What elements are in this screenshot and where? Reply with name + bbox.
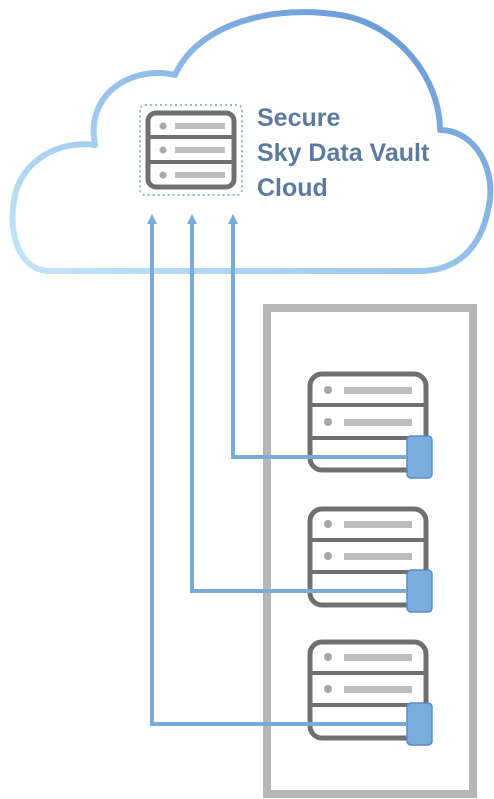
server-icon (307, 371, 433, 479)
connection-arrow (187, 214, 407, 593)
server-rack-frame (263, 304, 477, 798)
server-icon (307, 639, 433, 746)
cloud-server-icon (139, 104, 243, 196)
cloud-title: Secure Sky Data Vault Cloud (257, 101, 429, 206)
cloud-title-line: Sky Data Vault (257, 139, 430, 167)
connection-arrow (147, 214, 407, 726)
connection-arrow (228, 214, 407, 459)
server-icon (307, 506, 433, 613)
cloud-title-line: Cloud (257, 174, 328, 202)
cloud-icon (9, 9, 494, 274)
cloud-title-line: Secure (257, 104, 341, 132)
